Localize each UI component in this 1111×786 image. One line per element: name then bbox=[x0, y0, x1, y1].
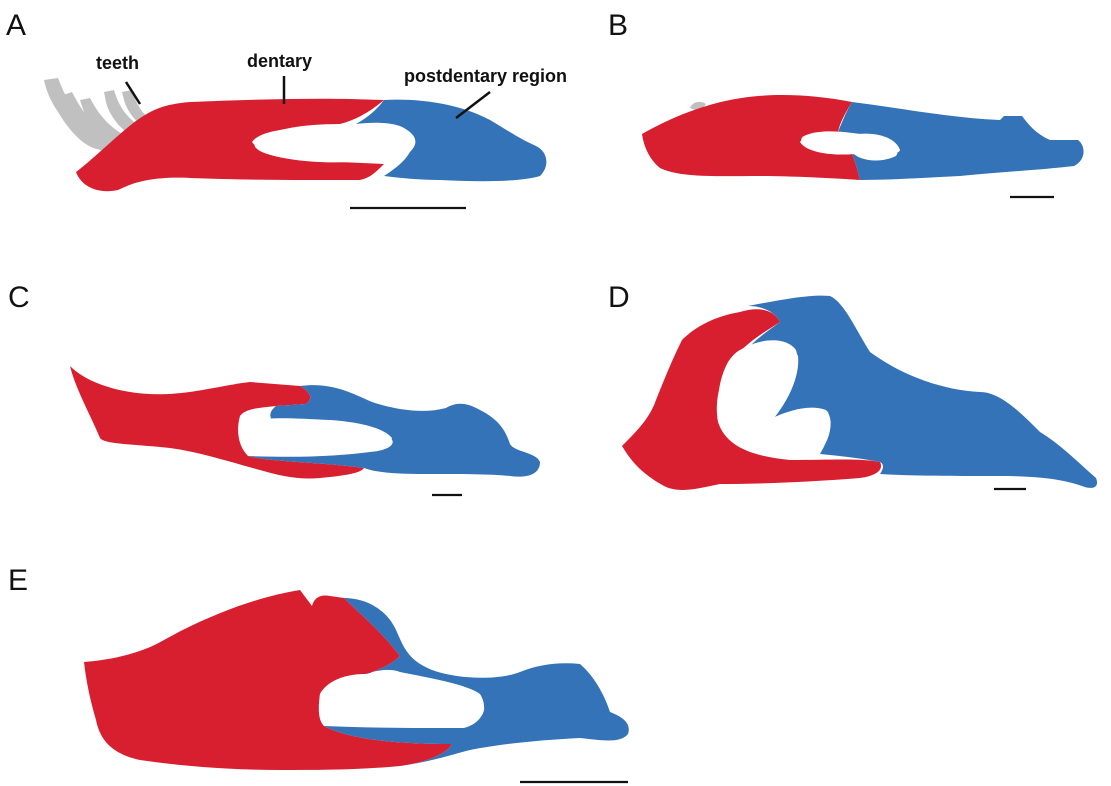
postdentary-shape-d bbox=[748, 296, 1097, 488]
panel-a-letter: A bbox=[6, 9, 26, 42]
panel-e-letter: E bbox=[8, 564, 28, 597]
panel-d-letter: D bbox=[608, 281, 630, 314]
panel-e: E bbox=[8, 564, 629, 782]
panel-b-letter: B bbox=[608, 9, 628, 42]
panel-c-letter: C bbox=[8, 281, 30, 314]
panel-c: C bbox=[8, 281, 540, 495]
panel-a: A teeth dentary postdentary region bbox=[6, 9, 567, 208]
postdentary-label: postdentary region bbox=[404, 66, 567, 86]
panel-d: D bbox=[608, 281, 1097, 490]
teeth-label: teeth bbox=[96, 53, 139, 73]
panel-b: B bbox=[608, 9, 1084, 197]
dentary-label: dentary bbox=[247, 51, 312, 71]
